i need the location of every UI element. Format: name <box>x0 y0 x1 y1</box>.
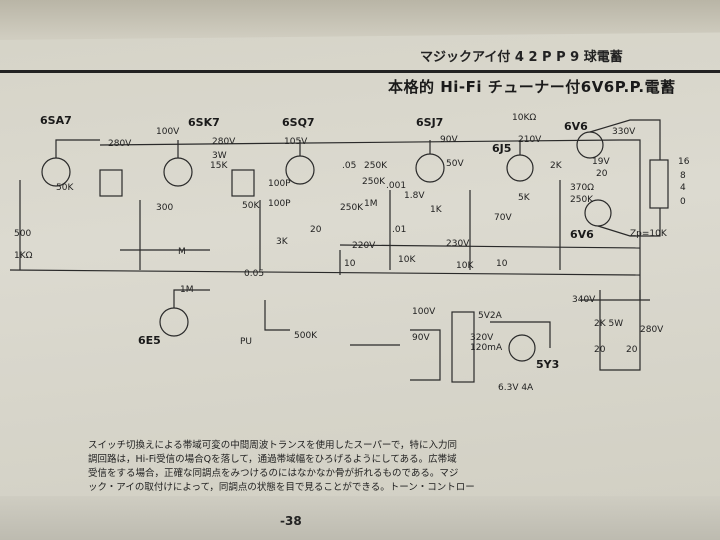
label-05: .05 <box>342 161 356 171</box>
label-230v: 230V <box>446 239 470 249</box>
label-10k-a: 10K <box>398 255 416 265</box>
label-105v: 105V <box>284 137 308 147</box>
label-001: .001 <box>386 181 406 191</box>
label-15k: 15K <box>210 161 228 171</box>
label-5v2a: 5V2A <box>478 311 503 321</box>
label-pu: PU <box>240 337 252 347</box>
label-90v-b: 90V <box>412 333 430 343</box>
tube-6sj7-symbol <box>415 153 445 183</box>
label-18v: 1.8V <box>404 191 425 201</box>
label-20-d: 20 <box>596 169 608 179</box>
label-6v6-top: 6V6 <box>564 120 588 133</box>
label-100p-2: 100P <box>268 199 291 209</box>
label-2k-5w: 2K 5W <box>594 319 623 329</box>
label-5y3: 5Y3 <box>536 358 559 371</box>
label-6sq7: 6SQ7 <box>282 116 315 129</box>
label-250k-b: 250K <box>362 177 386 187</box>
label-100v: 100V <box>156 127 180 137</box>
caption-line-2: 調回路は，Hi-Fi受信の場合Qを落して，通過帯域幅をひろげるようにしてある。広… <box>88 454 457 465</box>
label-330v: 330V <box>612 127 636 137</box>
label-1kq: 1KΩ <box>14 251 33 261</box>
label-50k-1: 50K <box>242 201 260 211</box>
ground-rail <box>9 269 641 276</box>
label-6v6-bottom: 6V6 <box>570 228 594 241</box>
label-5k: 5K <box>518 193 531 203</box>
label-10k-b: 10K <box>456 261 474 271</box>
label-370: 370Ω <box>570 183 594 193</box>
label-tap-0: 0 <box>680 197 686 207</box>
page-title: 本格的 Hi-Fi チューナー付6V6P.P.電蓄 <box>388 78 676 96</box>
lower-page-edge <box>0 496 720 540</box>
label-6e5: 6E5 <box>138 334 161 347</box>
label-280v-c: 280V <box>640 325 664 335</box>
label-6sj7: 6SJ7 <box>416 116 443 129</box>
label-20-a: 20 <box>310 225 322 235</box>
label-50v: 50V <box>446 159 464 169</box>
tube-6sa7-symbol <box>41 157 71 187</box>
label-m: M <box>178 247 186 257</box>
label-250k-d: 250K <box>570 195 594 205</box>
if-transformer-2 <box>231 169 255 197</box>
tube-6e5-symbol <box>159 307 189 337</box>
label-1k: 1K <box>430 205 443 215</box>
label-1m: 1M <box>364 199 378 209</box>
tube-5y3-symbol <box>508 334 536 362</box>
label-340v: 340V <box>572 295 596 305</box>
label-6-3v: 6.3V 4A <box>498 383 534 393</box>
label-250k-c: 250K <box>340 203 364 213</box>
b-plus-rail <box>99 139 621 146</box>
label-6sa7: 6SA7 <box>40 114 72 127</box>
label-10-a: 10 <box>344 259 356 269</box>
label-280v-b: 280V <box>212 137 236 147</box>
caption-line-4: ック・アイの取付けによって，同調点の状態を目で見ることができる。トーン・コントロ… <box>88 482 475 493</box>
label-280v-a: 280V <box>108 139 132 149</box>
label-6sk7: 6SK7 <box>188 116 220 129</box>
label-250k-a: 250K <box>364 161 388 171</box>
label-320v: 320V <box>470 333 494 343</box>
label-2k: 2K <box>550 161 563 171</box>
label-zp: Zp=10K <box>630 229 668 239</box>
label-tap-4: 4 <box>680 183 686 193</box>
label-3w: 3W <box>212 151 227 161</box>
tube-6v6a-symbol <box>576 131 604 159</box>
label-10-b: 10 <box>496 259 508 269</box>
label-90v-a: 90V <box>440 135 458 145</box>
label-100p-1: 100P <box>268 179 291 189</box>
label-210v: 210V <box>518 135 542 145</box>
caption-line-3: 受信をする場合，正確な同調点をみつけるのにはなかなか骨が折れるものである。マジ <box>88 468 459 479</box>
label-100v-b: 100V <box>412 307 436 317</box>
label-220v: 220V <box>352 241 376 251</box>
label-6j5: 6J5 <box>492 142 511 155</box>
label-tap-8: 8 <box>680 171 686 181</box>
label-10kq: 10KΩ <box>512 113 536 123</box>
label-50k-2: 50K <box>56 183 74 193</box>
label-20-c: 20 <box>626 345 638 355</box>
caption-line-1: スイッチ切換えによる帯域可変の中間周波トランスを使用したスーパーで，特に入力同 <box>88 440 457 451</box>
label-120ma: 120mA <box>470 343 503 353</box>
label-1m-2: 1M <box>180 285 194 295</box>
page-number: -38 <box>280 514 302 528</box>
power-transformer <box>451 311 475 383</box>
label-70v: 70V <box>494 213 512 223</box>
label-3k: 3K <box>276 237 289 247</box>
label-0-05: 0.05 <box>244 269 264 279</box>
label-01: .01 <box>392 225 406 235</box>
label-300: 300 <box>156 203 173 213</box>
label-500: 500 <box>14 229 31 239</box>
if-transformer-1 <box>99 169 123 197</box>
tube-6j5-symbol <box>506 154 534 182</box>
previous-article-title: マジックアイ付 4 2 P P 9 球電蓄 <box>420 50 623 65</box>
label-tap-16: 16 <box>678 157 690 167</box>
label-20-b: 20 <box>594 345 606 355</box>
label-500k: 500K <box>294 331 318 341</box>
label-19v: 19V <box>592 157 610 167</box>
tube-6sk7-symbol <box>163 157 193 187</box>
output-transformer <box>649 159 669 209</box>
title-rule <box>0 70 720 73</box>
bias-rail <box>339 244 641 249</box>
